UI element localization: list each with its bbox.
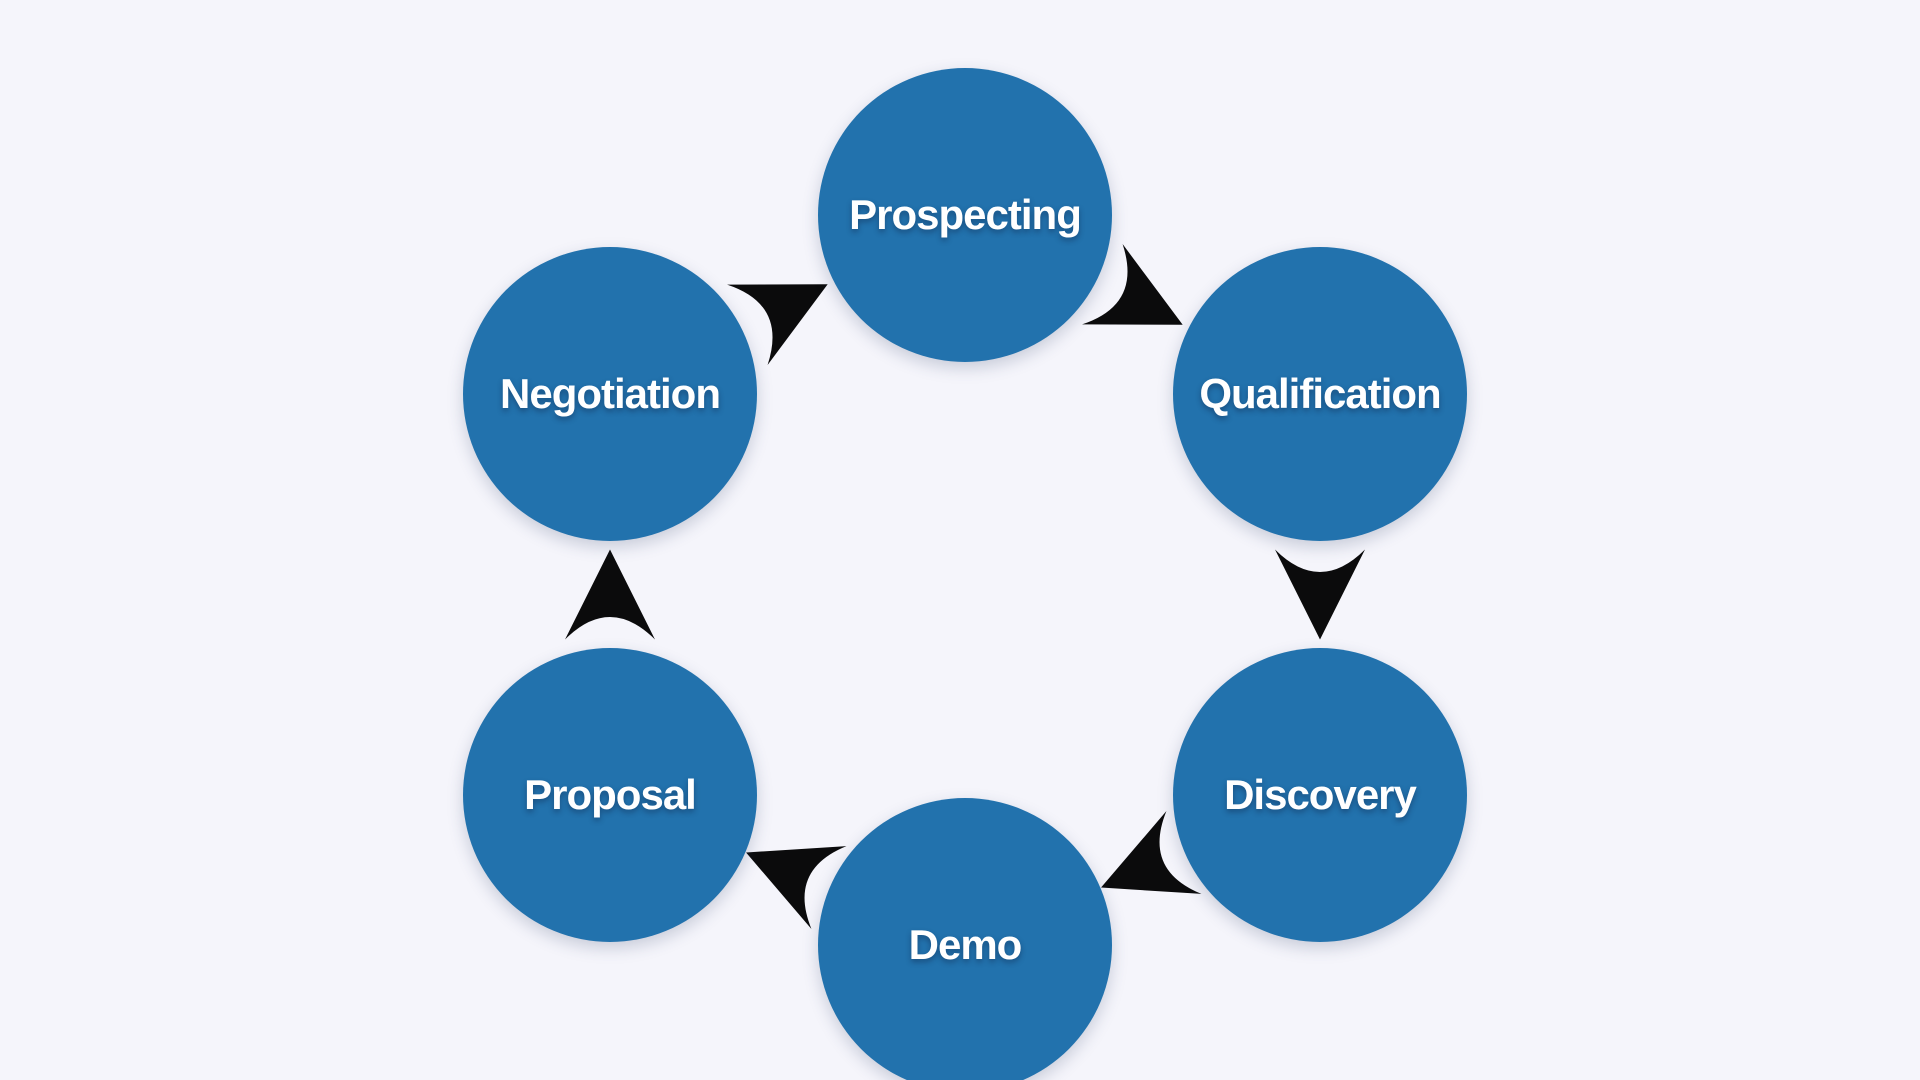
node-proposal: Proposal <box>463 648 757 942</box>
node-demo: Demo <box>818 798 1112 1080</box>
arrowhead-discovery-to-demo <box>1101 811 1202 894</box>
node-qualification: Qualification <box>1173 247 1467 541</box>
node-label-discovery: Discovery <box>1224 771 1417 818</box>
node-label-proposal: Proposal <box>524 771 697 818</box>
node-label-qualification: Qualification <box>1199 370 1441 417</box>
node-label-prospecting: Prospecting <box>849 191 1082 238</box>
arrowhead-qualification-to-discovery <box>1275 549 1365 640</box>
arrowhead-proposal-to-negotiation <box>565 549 655 640</box>
arrowhead-negotiation-to-prospecting <box>727 284 828 365</box>
node-label-demo: Demo <box>908 921 1023 968</box>
node-discovery: Discovery <box>1173 648 1467 942</box>
node-negotiation: Negotiation <box>463 247 757 541</box>
arrowhead-demo-to-proposal <box>746 846 847 929</box>
arrowhead-prospecting-to-qualification <box>1082 244 1183 325</box>
node-label-negotiation: Negotiation <box>500 370 721 417</box>
node-prospecting: Prospecting <box>818 68 1112 362</box>
